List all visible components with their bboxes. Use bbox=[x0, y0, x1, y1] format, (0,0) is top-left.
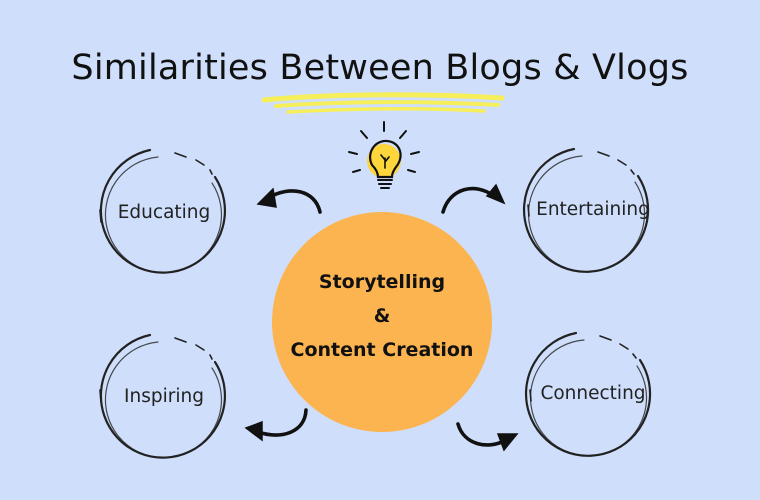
educating-circle bbox=[99, 148, 226, 274]
arrow-to-educating bbox=[256, 187, 322, 214]
arrow-to-inspiring bbox=[244, 408, 308, 442]
node-label-educating: Educating bbox=[117, 202, 211, 223]
arrow-to-connecting bbox=[456, 422, 519, 452]
arrow-to-entertaining bbox=[441, 183, 506, 214]
center-label-content-creation: Content Creation bbox=[290, 339, 474, 361]
title-highlight-underline bbox=[261, 92, 505, 114]
node-label-inspiring: Inspiring bbox=[124, 386, 204, 407]
center-circle bbox=[272, 212, 492, 432]
node-label-connecting: Connecting bbox=[540, 383, 646, 404]
center-label-storytelling: Storytelling bbox=[318, 271, 446, 293]
entertaining-circle bbox=[522, 147, 650, 273]
page-title: Similarities Between Blogs & Vlogs bbox=[71, 48, 689, 88]
lightbulb-icon bbox=[348, 121, 420, 189]
connecting-circle bbox=[524, 331, 652, 457]
inspiring-circle bbox=[99, 333, 226, 459]
node-label-entertaining: Entertaining bbox=[536, 199, 650, 220]
center-label-ampersand: & bbox=[373, 305, 391, 327]
